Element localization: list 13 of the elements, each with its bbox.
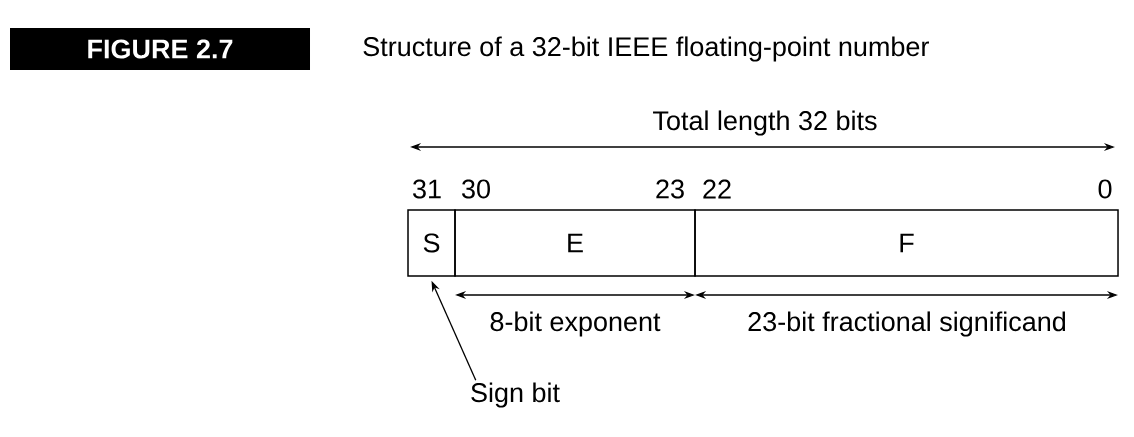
bit-field-box: E (454, 209, 696, 277)
bit-number: 30 (462, 179, 490, 199)
bit-field-box: S (407, 209, 456, 277)
title: Structure of a 32-bit IEEE floating-point number (363, 36, 929, 62)
bit-number: 31 (413, 179, 441, 199)
dimension-label: 23-bit fractional significand (748, 311, 1066, 337)
figure-badge: FIGURE 2.7 (10, 28, 310, 70)
bit-number: 23 (656, 179, 684, 199)
bit-number: 22 (703, 179, 731, 199)
bit-field-box: F (694, 209, 1119, 277)
callout-text: Sign bit (471, 382, 560, 408)
dimension-label: 8-bit exponent (490, 311, 661, 337)
dimension-label: Total length 32 bits (653, 110, 877, 136)
